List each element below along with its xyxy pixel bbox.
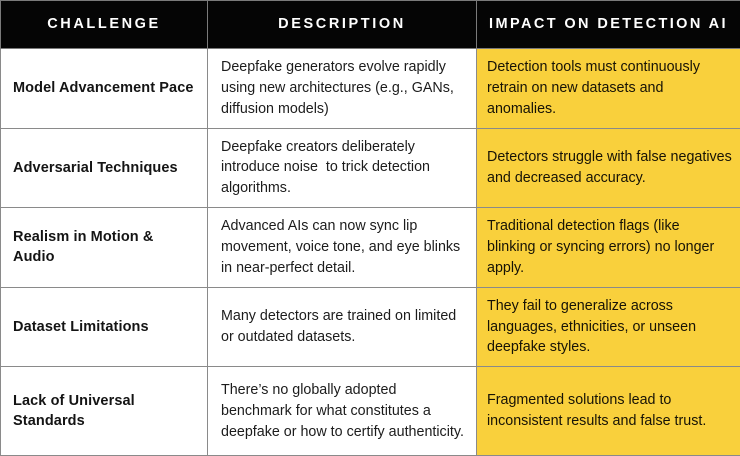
column-header-challenge: CHALLENGE [1, 1, 208, 49]
cell-description: There’s no globally adopted benchmark fo… [208, 367, 477, 456]
cell-description: Deepfake generators evolve rapidly using… [208, 49, 477, 129]
column-header-description: DESCRIPTION [208, 1, 477, 49]
cell-impact: Detection tools must continuously retrai… [477, 49, 740, 129]
header-row: CHALLENGE DESCRIPTION IMPACT ON DETECTIO… [1, 1, 740, 49]
table-row: Realism in Motion & Audio Advanced AIs c… [1, 208, 740, 288]
cell-impact: Traditional detection flags (like blinki… [477, 208, 740, 288]
cell-challenge: Adversarial Techniques [1, 128, 208, 208]
table-body: Model Advancement Pace Deepfake generato… [1, 49, 740, 456]
cell-impact: Detectors struggle with false negatives … [477, 128, 740, 208]
table-row: Lack of Universal Standards There’s no g… [1, 367, 740, 456]
cell-challenge: Realism in Motion & Audio [1, 208, 208, 288]
cell-description: Advanced AIs can now sync lip movement, … [208, 208, 477, 288]
cell-challenge: Dataset Limitations [1, 287, 208, 367]
table-container: CHALLENGE DESCRIPTION IMPACT ON DETECTIO… [0, 0, 740, 432]
cell-impact: They fail to generalize across languages… [477, 287, 740, 367]
table-row: Adversarial Techniques Deepfake creators… [1, 128, 740, 208]
table-header: CHALLENGE DESCRIPTION IMPACT ON DETECTIO… [1, 1, 740, 49]
table-row: Model Advancement Pace Deepfake generato… [1, 49, 740, 129]
cell-challenge: Model Advancement Pace [1, 49, 208, 129]
cell-impact: Fragmented solutions lead to inconsisten… [477, 367, 740, 456]
table-row: Dataset Limitations Many detectors are t… [1, 287, 740, 367]
cell-description: Deepfake creators deliberately introduce… [208, 128, 477, 208]
column-header-impact-on-detection-ai: IMPACT ON DETECTION AI [477, 1, 740, 49]
cell-description: Many detectors are trained on limited or… [208, 287, 477, 367]
cell-challenge: Lack of Universal Standards [1, 367, 208, 456]
